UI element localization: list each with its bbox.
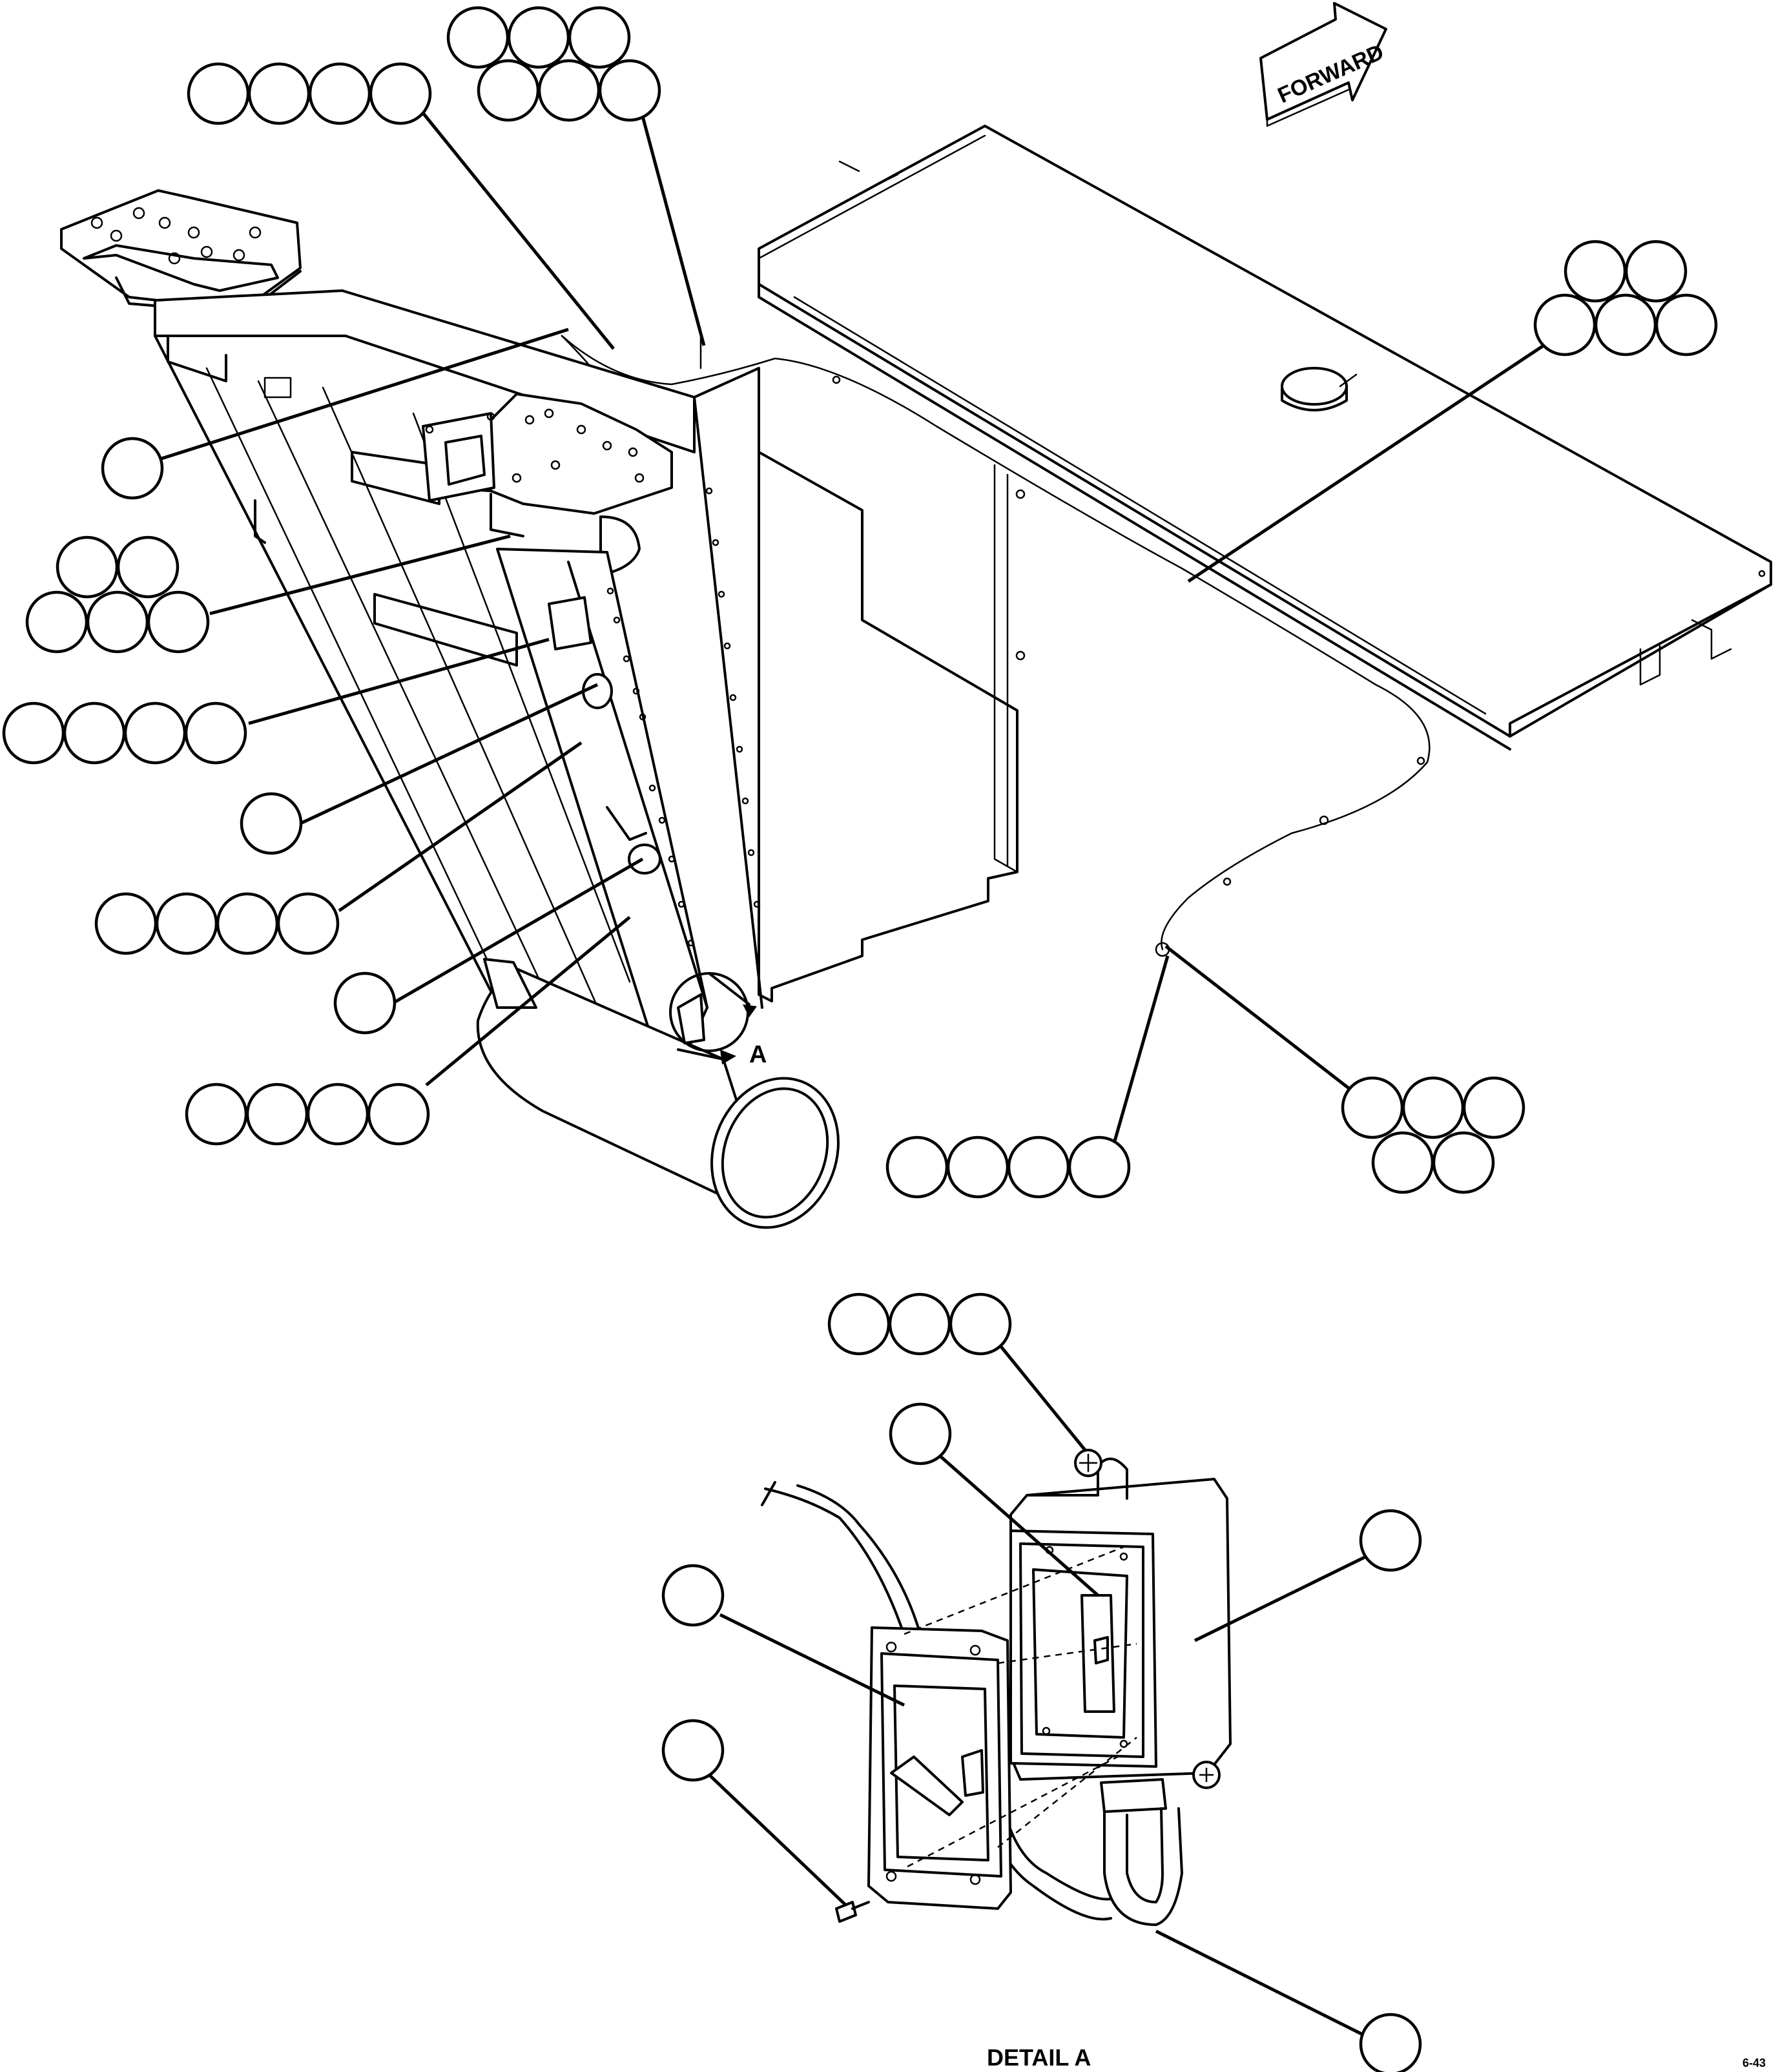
junction-bracket [422,393,673,576]
fuel-tank [758,125,1772,751]
callout-detail-single-left-upper [661,1564,725,1627]
leader-lines [161,112,1545,2036]
callout-group-left-four-middle [94,892,340,955]
frame-rail [154,289,696,1106]
forward-direction-arrow: FORWARD [1259,2,1387,127]
callout-detail-single-left-lower [661,1719,725,1782]
upper-mount-plate [60,189,302,315]
side-panel [693,367,1026,1009]
detail-a-marker: A [749,1041,767,1068]
exhaust-pipe [476,958,840,1229]
callout-group-left-four-upper [2,701,247,765]
callout-left-single-middle [240,792,303,855]
callout-group-top-left [187,62,432,125]
callout-bubbles [2,6,1718,2072]
detail-a-switch-assembly [761,1449,1232,1926]
light-bracket-arm [496,548,708,1093]
callout-detail-single-top [889,1402,952,1466]
detail-a-indicator: A [669,972,767,1068]
callout-group-right-lower [1341,1076,1525,1194]
callout-group-detail-three [827,1292,1012,1356]
callout-left-single-upper [101,437,164,500]
detail-caption: DETAIL A [987,2044,1091,2071]
callout-group-left-five [25,535,210,654]
callout-left-single-lower [333,971,397,1035]
callout-detail-single-bottom-right [1359,2013,1422,2072]
sheet-code: 6-43 [1742,2056,1766,2069]
callout-group-left-four-lower [185,1083,430,1146]
callout-group-top-center [446,6,661,122]
callout-group-right [1533,240,1718,357]
callout-group-bottom-center [885,1135,1131,1199]
panel-rivets [705,487,761,908]
callout-detail-single-right [1359,1509,1422,1572]
